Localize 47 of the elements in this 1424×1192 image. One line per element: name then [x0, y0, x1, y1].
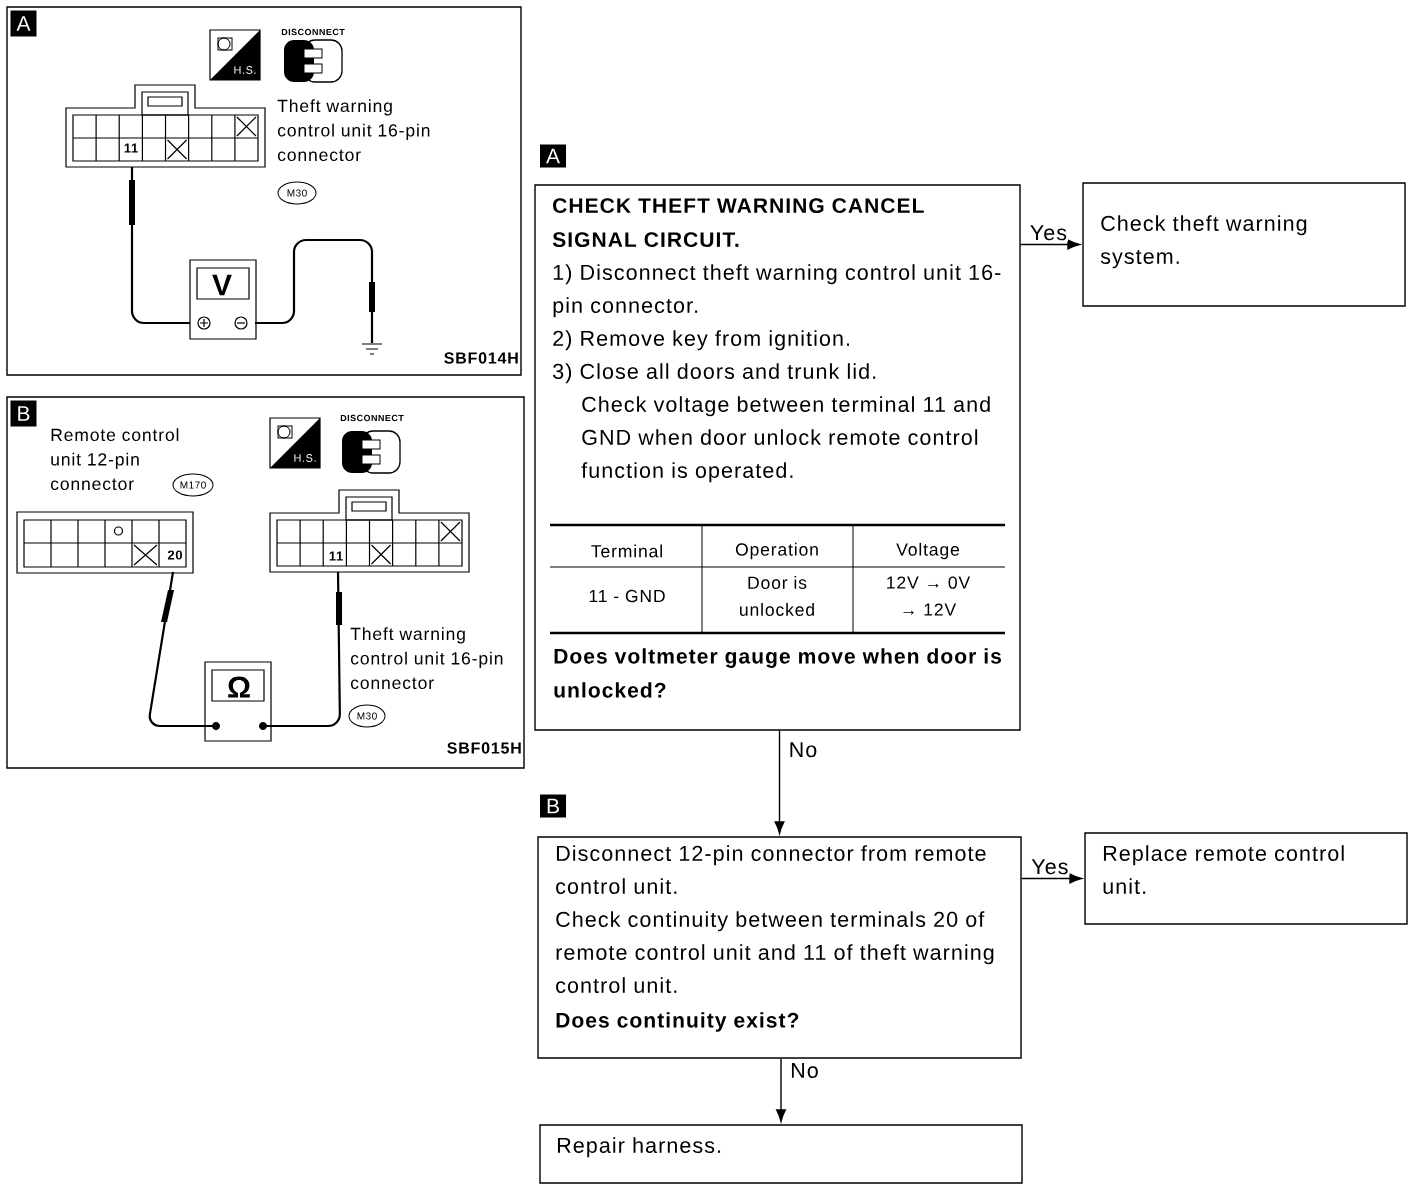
panel-letter: A [10, 10, 37, 37]
table-entry: 11 - GND [589, 589, 665, 603]
instruction-text: Check voltage between terminal 11 and GND when door unlock remote control function is operated. [581, 396, 990, 483]
connector-name: Theft warning control unit 16-pin connector [350, 627, 503, 690]
pin-number: 20 [167, 550, 182, 560]
box-text: Repair harness. [557, 1137, 721, 1158]
icon-text: H.S. [234, 66, 256, 74]
pin-number: 11 [329, 551, 343, 561]
instruction-text: Check continuity between terminals 20 of remote control unit and 11 of theft warning control unit. [556, 911, 994, 993]
figure-code: SBF015H [447, 742, 521, 754]
step-letter: B [540, 794, 566, 818]
table-header: Operation [735, 542, 818, 560]
table-header: Terminal [591, 544, 662, 558]
meter-symbol: V [212, 274, 232, 296]
connector-code: M30 [287, 189, 307, 197]
connector-name: Remote control unit 12-pin connector [50, 428, 179, 491]
figure-code: SBF014H [444, 352, 518, 364]
table-header: Voltage [896, 542, 960, 560]
box-text: Replace remote control unit. [1103, 845, 1344, 894]
edge-label: Yes [1030, 858, 1070, 876]
edge-label: No [789, 1062, 820, 1079]
step-text: 1) Disconnect theft warning control unit 16-pin connector. [553, 264, 1001, 318]
step-text: 2) Remove key from ignition. [553, 330, 850, 351]
edge-label: No [787, 741, 819, 759]
icon-text: H.S. [294, 454, 316, 462]
table-entry: Door is unlocked [740, 576, 814, 616]
question-text: Does continuity exist? [556, 1012, 799, 1032]
question-text: Does voltmeter gauge move when door is unlocked? [554, 648, 1001, 698]
table-entry: 12V → 0V → 12V [887, 576, 971, 616]
meter-symbol: Ω [228, 676, 250, 698]
disconnect-text: DISCONNECT [281, 28, 345, 36]
step-letter: A [540, 144, 566, 168]
heading-text: CHECK THEFT WARNING CANCEL SIGNAL CIRCUIT. [552, 198, 924, 248]
arrow [776, 1058, 786, 1123]
panel-letter: B [10, 400, 37, 427]
arrow [1020, 239, 1081, 250]
instruction-text: Disconnect 12-pin connector from remote control unit. [556, 845, 986, 894]
arrow [1021, 873, 1083, 884]
connector-code: M170 [180, 481, 206, 489]
connector-name: Theft warning control unit 16-pin connector [277, 99, 430, 162]
arrow [774, 730, 785, 835]
disconnect-text: DISCONNECT [340, 414, 404, 422]
edge-label: Yes [1028, 224, 1069, 242]
step-text: 3) Close all doors and trunk lid. [553, 363, 876, 384]
connector-code: M30 [357, 712, 377, 720]
box-text: Check theft warning system. [1100, 215, 1307, 269]
pin-number: 11 [124, 143, 138, 153]
